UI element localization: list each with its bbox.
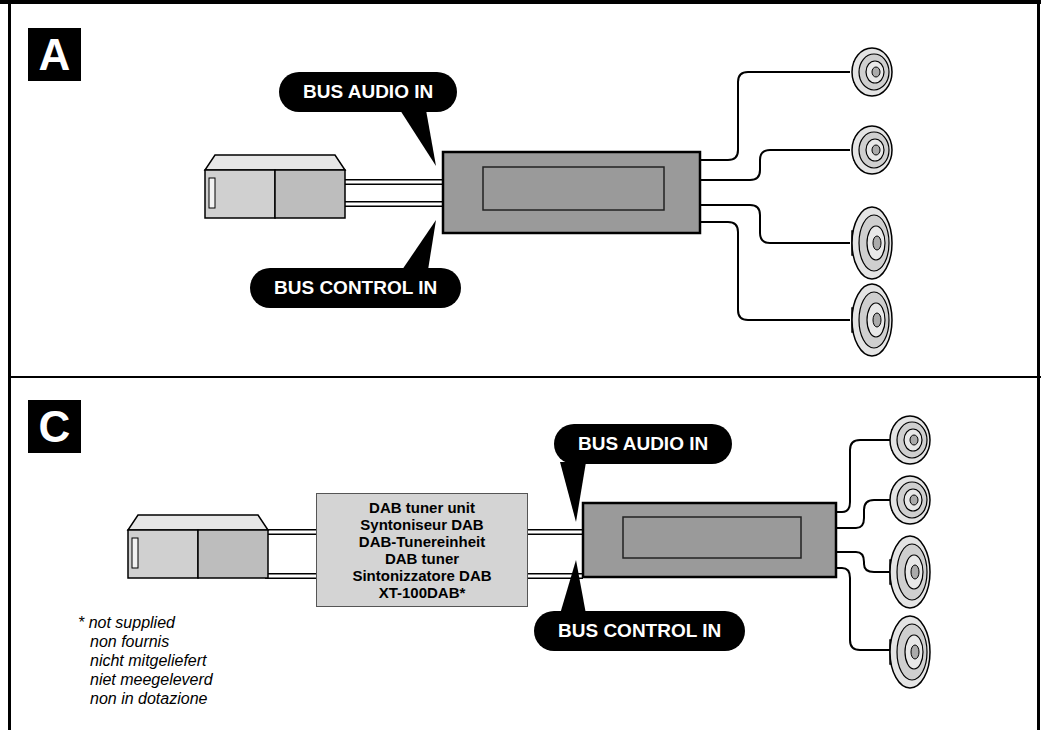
tuner-box: DAB tuner unitSyntoniseur DABDAB-Tunerei…	[316, 493, 528, 607]
node-text: C	[39, 405, 71, 449]
footnote: * not suppliednon fournisnicht mitgelief…	[78, 613, 213, 708]
woofer	[890, 616, 930, 688]
callout-pointer	[560, 462, 586, 522]
panel-letter: A	[28, 28, 81, 81]
node-text: DAB tuner unit	[325, 499, 519, 516]
cables	[345, 182, 443, 204]
bus-label: BUS AUDIO IN	[279, 72, 457, 112]
callout-pointer	[402, 220, 436, 270]
bus-label: BUS CONTROL IN	[534, 611, 745, 651]
tweeter	[852, 126, 892, 174]
amplifier	[443, 152, 700, 233]
footnote-line: niet meegeleverd	[78, 670, 213, 689]
amplifier-panel	[483, 167, 664, 210]
panel-letter: C	[28, 400, 81, 453]
footnote-line: nicht mitgeliefert	[78, 651, 213, 670]
head-unit	[128, 515, 268, 578]
woofer	[852, 207, 892, 279]
woofer	[852, 284, 892, 356]
tweeter	[890, 476, 930, 524]
bus-label: BUS AUDIO IN	[554, 424, 732, 464]
node-text: Sintonizzatore DAB	[325, 567, 519, 584]
footnote-line: * not supplied	[78, 613, 213, 632]
node-text: BUS CONTROL IN	[558, 620, 721, 642]
head-unit	[205, 155, 345, 218]
amplifier-panel	[623, 517, 801, 558]
node-text: DAB tuner	[325, 550, 519, 567]
footnote-line: non in dotazione	[78, 689, 213, 708]
node-text: DAB-Tunereinheit	[325, 533, 519, 550]
bus-label: BUS CONTROL IN	[250, 268, 461, 308]
footnote-line: non fournis	[78, 632, 213, 651]
speaker-wires	[700, 72, 850, 320]
node-text: BUS AUDIO IN	[303, 81, 433, 103]
node-text: BUS CONTROL IN	[274, 277, 437, 299]
frame-right	[1037, 0, 1040, 730]
node-text: XT-100DAB*	[325, 584, 519, 601]
callout-pointer	[400, 110, 436, 166]
tweeter	[852, 48, 892, 96]
panel-divider	[8, 376, 1041, 378]
node-text: BUS AUDIO IN	[578, 433, 708, 455]
node-text: Syntoniseur DAB	[325, 516, 519, 533]
frame-top	[0, 0, 1041, 4]
frame-left	[8, 0, 11, 730]
speaker-wires	[836, 440, 890, 650]
callout-pointer	[560, 560, 586, 614]
tweeter	[890, 416, 930, 464]
node-text: A	[39, 33, 71, 77]
woofer	[890, 536, 930, 608]
amplifier	[583, 503, 836, 577]
